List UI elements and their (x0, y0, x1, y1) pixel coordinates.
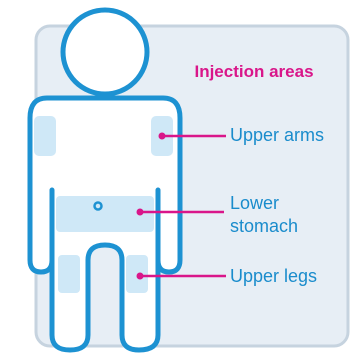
label-upper-arms: Upper arms (230, 124, 324, 147)
zone-upper-leg-left (58, 255, 80, 293)
label-lower-stomach: Lower stomach (230, 192, 298, 238)
figure-head (63, 10, 147, 94)
diagram-title: Injection areas (164, 62, 344, 82)
zone-upper-leg-right (126, 255, 148, 293)
label-lower-stomach-line2: stomach (230, 215, 298, 238)
zone-upper-arm-left (34, 116, 56, 156)
label-lower-stomach-line1: Lower (230, 192, 298, 215)
label-upper-legs: Upper legs (230, 265, 317, 288)
